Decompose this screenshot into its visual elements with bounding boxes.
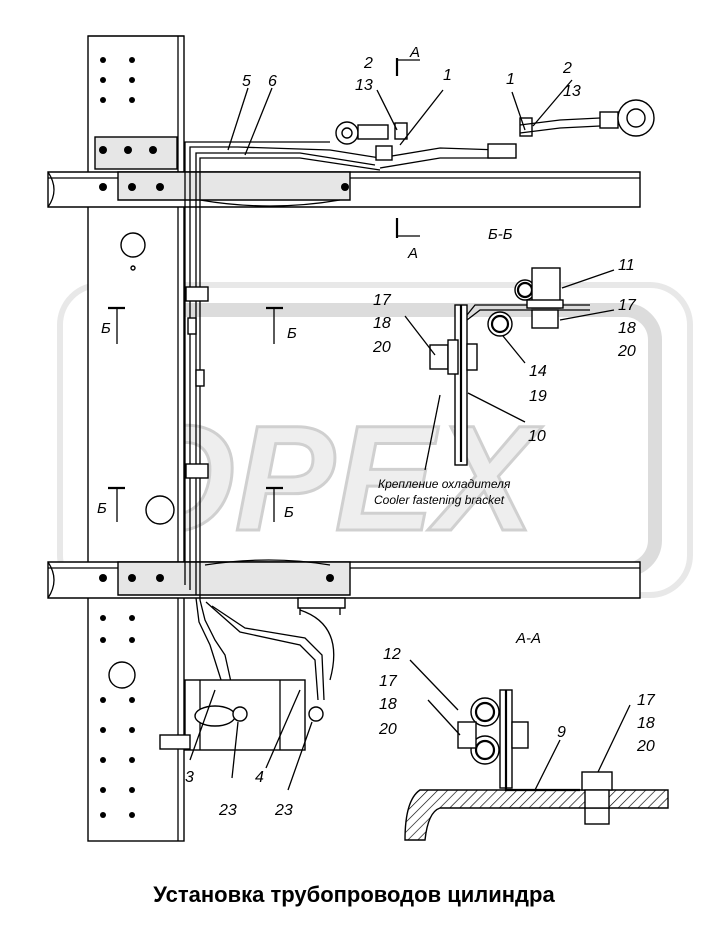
upper-cross-member [47,171,641,208]
callout-6: 6 [268,73,277,90]
callout-10: 10 [528,428,546,445]
section-aa-detail [404,689,669,841]
callout-4: 4 [255,769,264,786]
section-label-group: А А Б-Б А-А Б Б Б Б [97,44,541,647]
view-a-bottom-label: А [407,245,418,262]
callout-20-aa-left: 20 [378,721,397,738]
cut-b-label-1: Б [101,320,111,337]
callout-1-left: 1 [443,67,452,84]
callout-12: 12 [383,646,401,663]
callout-numbers: 5 6 2 13 1 1 2 13 11 17 18 20 17 18 20 1… [185,55,656,819]
callout-20-bb-right: 20 [617,343,636,360]
callout-14: 14 [529,363,547,380]
callout-18-bb-right: 18 [618,320,636,337]
section-markers [108,58,420,522]
cut-b-label-2: Б [287,325,297,342]
top-hose-assembly [335,99,655,161]
cut-b-label-4: Б [284,504,294,521]
callout-23-right: 23 [274,802,293,819]
drawing-title: Установка трубопроводов цилиндра [153,882,555,907]
note-en: Cooler fastening bracket [374,493,505,507]
section-bb-detail [424,267,590,471]
callout-9: 9 [557,724,566,741]
callout-19: 19 [529,388,547,405]
callout-17-bb-left: 17 [373,292,392,309]
callout-3: 3 [185,769,194,786]
callout-1-right: 1 [506,71,515,88]
cylinder-assembly [159,609,335,751]
note-ru: Крепление охладителя [378,477,511,491]
callout-18-aa-left: 18 [379,696,397,713]
section-bb-title: Б-Б [488,226,513,243]
section-aa-title: А-А [515,630,541,647]
view-a-top-label: А [409,44,420,61]
callout-17-bb-right: 17 [618,297,637,314]
callout-5: 5 [242,73,251,90]
pipelines [184,141,501,703]
frame-side-member [87,35,185,842]
callout-23-left: 23 [218,802,237,819]
callout-13-right: 13 [563,83,581,100]
callout-17-aa-left: 17 [379,673,398,690]
callout-11: 11 [618,257,635,274]
callout-18-bb-left: 18 [373,315,391,332]
callout-2-left: 2 [363,55,373,72]
callout-20-bb-left: 20 [372,339,391,356]
callout-13-left: 13 [355,77,373,94]
cut-b-label-3: Б [97,500,107,517]
cooler-bracket-note: Крепление охладителя Cooler fastening br… [374,477,511,507]
callout-17-aa-right: 17 [637,692,656,709]
callout-18-aa-right: 18 [637,715,655,732]
callout-2-right: 2 [562,60,572,77]
callout-20-aa-right: 20 [636,738,655,755]
leader-lines [189,79,631,791]
